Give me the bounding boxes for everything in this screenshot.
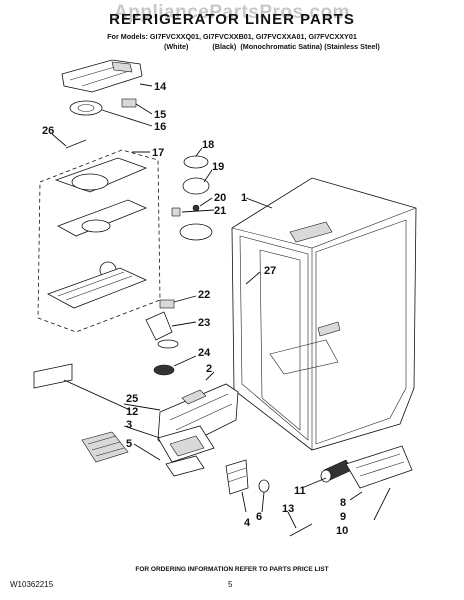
variant-black: (Black) (212, 42, 237, 51)
callout-25: 25 (126, 393, 138, 405)
variant-satina: (Monochromatic Satina) (240, 42, 323, 51)
model-numbers: For Models: GI7FVCXXQ01, GI7FVCXXB01, GI… (107, 32, 357, 41)
callout-23: 23 (198, 317, 210, 329)
callout-15: 15 (154, 109, 166, 121)
callout-14: 14 (154, 81, 167, 93)
part-13-tube (289, 523, 313, 537)
part-14-duct-cover (61, 59, 143, 93)
part-26-rod (65, 139, 87, 149)
callout-labels: 14 15 16 26 17 18 19 20 21 1 27 22 23 24… (42, 81, 348, 537)
callout-16: 16 (154, 121, 166, 133)
callout-2: 2 (206, 363, 212, 375)
part-8-10-assembly (345, 445, 413, 521)
part-4-6-small (225, 459, 270, 495)
part-15-16-damper (69, 98, 137, 116)
callout-20: 20 (214, 192, 226, 204)
callout-13: 13 (282, 503, 294, 515)
part-25-bracket (33, 363, 131, 411)
callout-27: 27 (264, 265, 276, 277)
callout-5: 5 (126, 438, 132, 450)
watermark: AppliancePartsPros.com (114, 2, 350, 23)
callout-8: 8 (340, 497, 346, 509)
callout-12: 12 (126, 406, 138, 418)
callout-17: 17 (152, 147, 164, 159)
part-24-pad (153, 364, 175, 376)
callout-18: 18 (202, 139, 214, 151)
model-variants: (White) (Black) (Monochromatic Satina) (… (152, 42, 380, 51)
callout-22: 22 (198, 289, 210, 301)
part-1-liner (231, 177, 417, 451)
callout-24: 24 (198, 347, 211, 359)
document-number: W10362215 (10, 580, 54, 589)
part-18-21-fan (171, 155, 213, 241)
callout-3: 3 (126, 419, 132, 431)
variant-stainless: (Stainless Steel) (324, 42, 380, 51)
callout-10: 10 (336, 525, 348, 537)
part-17-assembly (37, 149, 161, 333)
part-3-5-cover (157, 425, 215, 477)
variant-white: (White) (164, 42, 189, 51)
callout-19: 19 (212, 161, 224, 173)
part-22-23-components (145, 299, 179, 349)
callout-9: 9 (340, 511, 346, 523)
leader-lines (51, 83, 363, 529)
page-number: 5 (228, 580, 233, 589)
callout-1: 1 (241, 192, 247, 204)
callout-11: 11 (294, 485, 306, 497)
page-title: REFRIGERATOR LINER PARTS (109, 11, 355, 28)
callout-26: 26 (42, 125, 54, 137)
ordering-note: FOR ORDERING INFORMATION REFER TO PARTS … (135, 566, 329, 573)
callout-4: 4 (244, 517, 251, 529)
callout-6: 6 (256, 511, 262, 523)
callout-21: 21 (214, 205, 226, 217)
part-12-grille (81, 431, 129, 463)
